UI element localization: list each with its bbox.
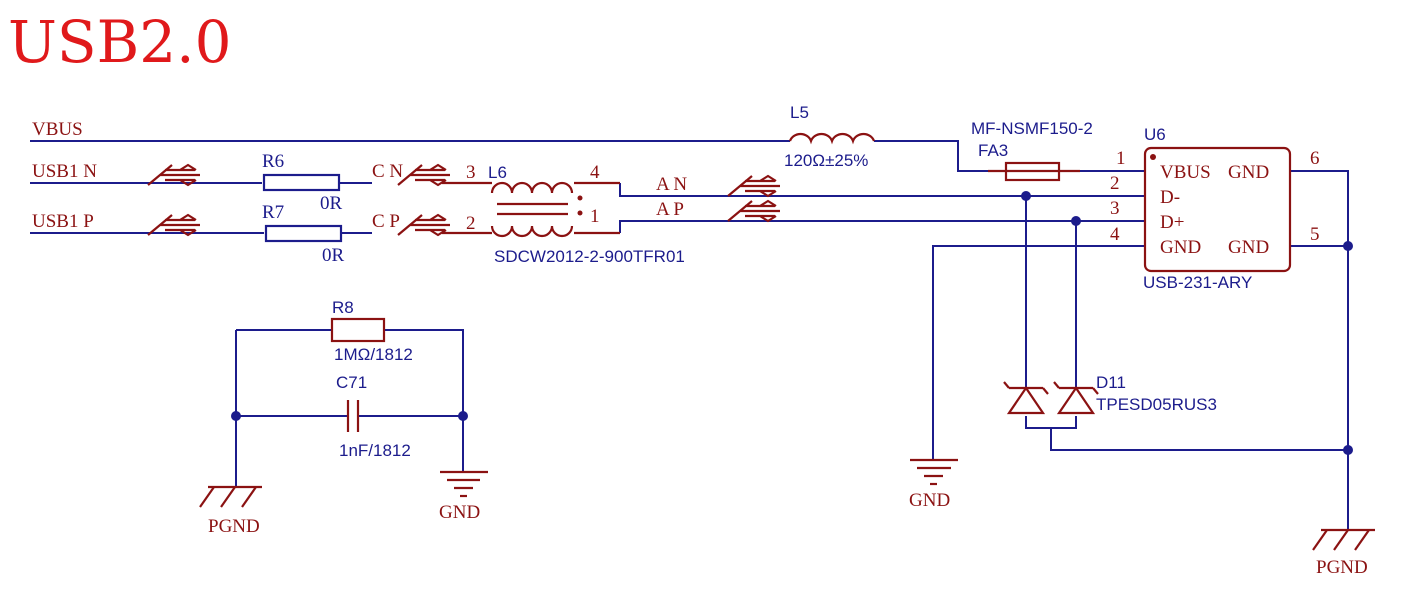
schematic-title: USB2.0	[8, 8, 231, 76]
l6-value: SDCW2012-2-900TFR01	[494, 247, 685, 266]
net-label-c-p: C P	[372, 211, 400, 232]
r7-body	[264, 224, 343, 243]
l6-pin-3: 3	[466, 162, 476, 183]
net-label-vbus: VBUS	[32, 119, 83, 140]
diff-pair-markers	[147, 163, 780, 237]
u6-ref: U6	[1144, 125, 1166, 144]
resistor-r8: R8 1MΩ/1812	[330, 298, 413, 364]
junction-shield	[1343, 241, 1353, 251]
u6-label-dm: D-	[1160, 187, 1180, 208]
wire-d11-pgnd	[1050, 428, 1348, 451]
wires	[30, 140, 1349, 530]
fuse-fa3: MF-NSMF150-2 FA3	[971, 119, 1093, 182]
wire-ap	[619, 220, 1145, 233]
r6-ref: R6	[262, 151, 284, 172]
l5-coil	[788, 132, 876, 145]
r7-value: 0R	[322, 245, 345, 266]
u6-label-vbus: VBUS	[1160, 162, 1211, 183]
junctions	[231, 191, 1353, 455]
net-label-a-n: A N	[656, 174, 687, 195]
u6-pin-3: 3	[1110, 198, 1120, 219]
wire-u6-gnd	[932, 245, 1145, 460]
u6-label-dp: D+	[1160, 212, 1184, 233]
c71-ref: C71	[336, 373, 367, 392]
gnd-label-left: GND	[439, 502, 480, 523]
net-label-usb1-p: USB1 P	[32, 211, 94, 232]
pgnd-symbol-right: PGND	[1312, 528, 1375, 578]
u6-pin1-marker	[1150, 154, 1156, 160]
gnd-label-middle: GND	[909, 490, 950, 511]
r6-body	[262, 173, 341, 192]
u6-pin-2: 2	[1110, 173, 1120, 194]
u6-label-gnd: GND	[1160, 237, 1201, 258]
l6-pin-1: 1	[590, 206, 600, 227]
u6-pin-1: 1	[1116, 148, 1126, 169]
wire-r8-top-right	[384, 329, 464, 472]
net-label-a-p: A P	[656, 199, 684, 220]
u6-pin-4: 4	[1110, 224, 1120, 245]
gnd-symbol-middle: GND	[909, 458, 958, 511]
r7-ref: R7	[262, 202, 284, 223]
net-label-c-n: C N	[372, 161, 403, 182]
junction-dp	[1071, 216, 1081, 226]
fa3-value: MF-NSMF150-2	[971, 119, 1093, 138]
l6-pin-2: 2	[466, 213, 476, 234]
pgnd-label-left: PGND	[208, 516, 260, 537]
u6-label-gnd-right-2: GND	[1228, 237, 1269, 258]
l5-ref: L5	[790, 103, 809, 122]
r8-body	[330, 317, 386, 343]
choke-l6: L6 3 4 2 1 SDCW2012-2-900TFR01	[442, 162, 685, 266]
junction-c71-right	[458, 411, 468, 421]
d11-diode-1	[1003, 381, 1049, 415]
u6-pin-5: 5	[1310, 224, 1320, 245]
l6-coil-top	[490, 181, 574, 194]
gnd-symbol-left: GND	[439, 470, 488, 523]
l5-value: 120Ω±25%	[784, 151, 868, 170]
d11-ref: D11	[1096, 373, 1126, 392]
wire-d11-common	[1025, 416, 1077, 429]
resistor-r6: R6 0R	[262, 151, 343, 214]
inductor-l5: L5 120Ω±25%	[784, 103, 876, 170]
wire-u6-shield-6	[1290, 170, 1349, 530]
l6-pin-4: 4	[590, 162, 600, 183]
r8-ref: R8	[332, 298, 354, 317]
wire-an	[619, 183, 1145, 197]
u6-value: USB-231-ARY	[1143, 273, 1252, 292]
c71-value: 1nF/1812	[339, 441, 411, 460]
wire-vbus-2	[874, 140, 988, 172]
tvs-d11: D11 TPESD05RUS3	[1003, 373, 1217, 415]
junction-c71-left	[231, 411, 241, 421]
l6-ref: L6	[488, 163, 507, 182]
l6-coil-bottom	[490, 225, 574, 238]
r6-value: 0R	[320, 193, 343, 214]
net-label-usb1-n: USB1 N	[32, 161, 97, 182]
l6-dot-top	[577, 195, 583, 201]
u6-body	[1143, 146, 1292, 273]
u6-pin-6: 6	[1310, 148, 1320, 169]
resistor-r7: R7 0R	[262, 202, 345, 266]
connector-u6: U6 USB-231-ARY 1 2 3 4 6 5 VBUS D- D+ GN…	[1110, 125, 1320, 292]
pgnd-label-right: PGND	[1316, 557, 1368, 578]
r8-value: 1MΩ/1812	[334, 345, 413, 364]
pgnd-symbol-left: PGND	[199, 485, 262, 537]
d11-diode-2	[1053, 381, 1099, 415]
fa3-ref: FA3	[978, 141, 1008, 160]
l6-dot-bottom	[577, 210, 583, 216]
u6-label-gnd-right-1: GND	[1228, 162, 1269, 183]
junction-dm	[1021, 191, 1031, 201]
capacitor-c71: C71 1nF/1812	[336, 373, 411, 460]
d11-value: TPESD05RUS3	[1096, 395, 1217, 414]
junction-pgnd	[1343, 445, 1353, 455]
